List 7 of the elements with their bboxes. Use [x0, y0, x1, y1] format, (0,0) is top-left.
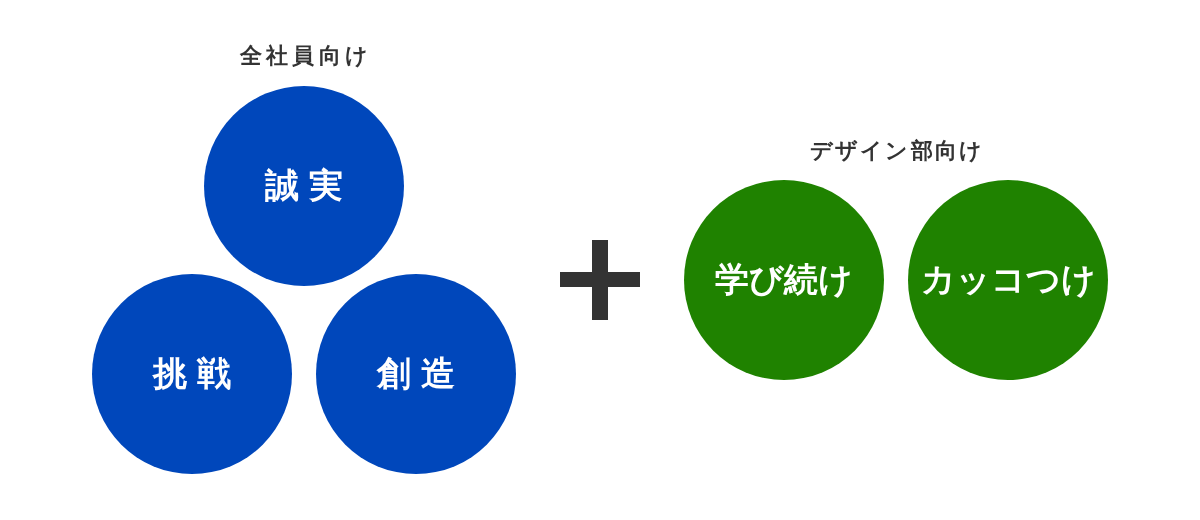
group-heading: 全社員向け	[238, 42, 373, 70]
circle-node: 誠実	[204, 86, 404, 286]
circle-node: 学び続け	[684, 180, 884, 380]
group-heading: デザイン部向け	[808, 137, 985, 165]
circle-node: カッコつけ	[908, 180, 1108, 380]
circle-node: 創造	[316, 274, 516, 474]
circle-node: 挑戦	[92, 274, 292, 474]
